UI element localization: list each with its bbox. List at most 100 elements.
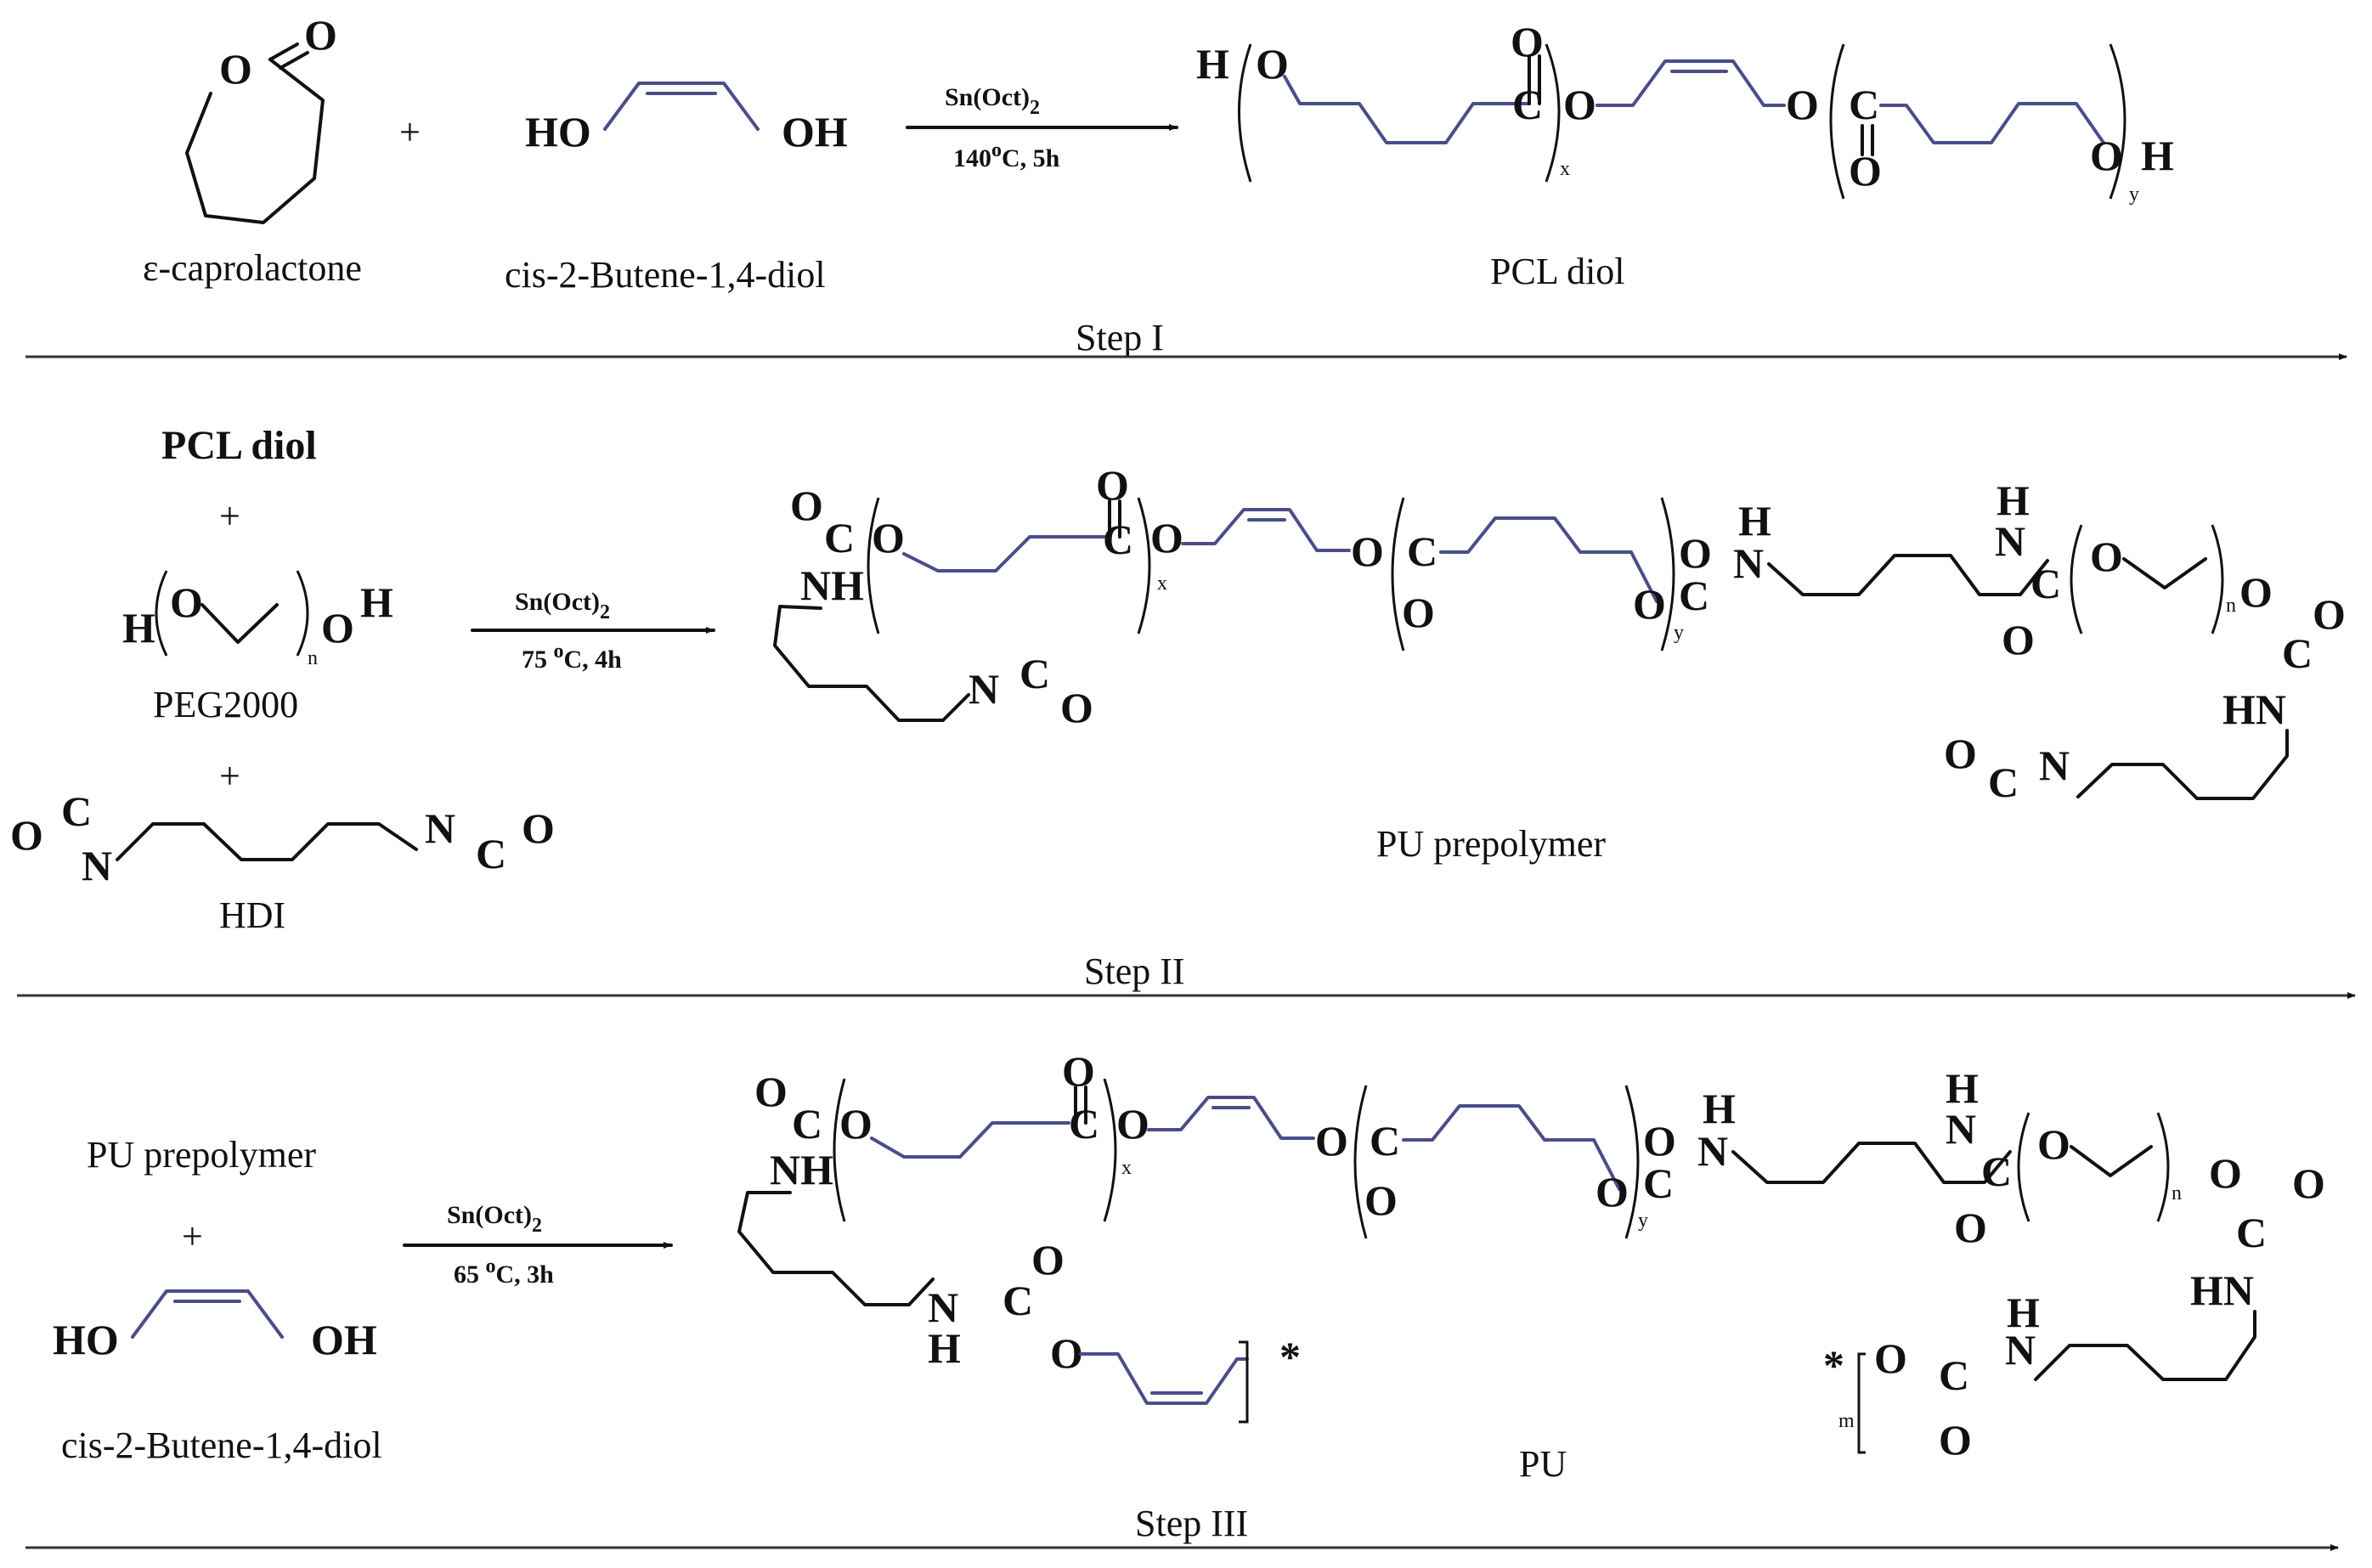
subscript-x: x <box>1560 158 1570 180</box>
pu-prepolymer-structure: O C NH O O C x O O C O O y C O N H <box>773 461 2346 806</box>
subscript-y: y <box>1674 622 1684 644</box>
butenediol-structure: HO OH <box>525 82 848 155</box>
plus-sign: + <box>399 111 421 153</box>
atom-h: H <box>1738 497 1771 544</box>
atom-o: O <box>2209 1149 2242 1197</box>
subscript-m: m <box>1838 1410 1855 1432</box>
atom-o: O <box>2313 590 2346 638</box>
subscript-y: y <box>2129 183 2139 206</box>
atom-o: O <box>839 1100 873 1148</box>
step-label: Step I <box>1076 317 1164 358</box>
atom-n: N <box>2039 742 2070 789</box>
atom-c: C <box>61 787 92 835</box>
label-peg: PEG2000 <box>153 684 298 725</box>
atom-o: O <box>2239 568 2273 616</box>
atom-c: C <box>1019 650 1050 697</box>
step-label: Step III <box>1135 1503 1248 1544</box>
subscript-x: x <box>1121 1157 1132 1179</box>
atom-c: C <box>824 514 855 561</box>
atom-nh: NH <box>800 561 864 609</box>
atom-o: O <box>1150 514 1183 561</box>
caprolactone-structure: O O <box>185 11 337 224</box>
atom-n: N <box>969 665 999 713</box>
atom-o: O <box>219 45 252 93</box>
subscript-y: y <box>1638 1210 1648 1232</box>
atom-ho: HO <box>525 108 591 155</box>
label-butenediol: cis-2-Butene-1,4-diol <box>505 254 826 296</box>
atom-o: O <box>1786 81 1819 128</box>
atom-o: O <box>10 811 43 859</box>
atom-c: C <box>1988 759 2019 806</box>
atom-o: O <box>2090 533 2123 580</box>
hdi-structure: O C N N C O <box>10 787 555 889</box>
label-pcl-diol: PCL diol <box>1490 251 1625 292</box>
atom-o: O <box>1096 461 1129 509</box>
atom-o: O <box>1939 1416 1972 1464</box>
atom-o: O <box>2002 616 2035 663</box>
peg-structure: H O n O H <box>122 570 393 669</box>
atom-nh: NH <box>770 1146 833 1193</box>
conditions-label: 75 oC, 4h <box>522 640 622 674</box>
atom-c: C <box>1103 516 1133 563</box>
atom-c: C <box>1939 1351 1969 1399</box>
subscript-n: n <box>2172 1182 2182 1204</box>
atom-n: N <box>1733 539 1764 587</box>
atom-c: C <box>792 1100 822 1148</box>
atom-o: O <box>170 578 203 626</box>
atom-c: C <box>2282 629 2313 677</box>
atom-c: C <box>1981 1148 2012 1195</box>
label-butenediol: cis-2-Butene-1,4-diol <box>61 1424 382 1466</box>
atom-o: O <box>1849 147 1882 195</box>
atom-n: N <box>2005 1326 2036 1373</box>
atom-o: O <box>754 1068 788 1115</box>
atom-o: O <box>1060 684 1093 731</box>
atom-c: C <box>1002 1277 1033 1324</box>
atom-o: O <box>1643 1117 1676 1165</box>
atom-o: O <box>1563 81 1596 128</box>
atom-c: C <box>1069 1100 1099 1148</box>
conditions-label: 65 oC, 3h <box>454 1255 554 1289</box>
conditions-label: 140oC, 5h <box>953 139 1060 172</box>
atom-o: O <box>1256 40 1289 87</box>
star-symbol: * <box>1279 1333 1301 1380</box>
label-pu: PU <box>1519 1443 1567 1485</box>
atom-c: C <box>1679 572 1709 619</box>
step-label: Step II <box>1084 950 1185 992</box>
atom-n: N <box>1697 1127 1728 1175</box>
label-pu-prepolymer-reactant: PU prepolymer <box>87 1134 316 1176</box>
atom-h: H <box>122 604 155 651</box>
label-pcl-diol-reactant: PCL diol <box>161 423 317 468</box>
atom-hn: HN <box>2190 1266 2254 1314</box>
atom-o: O <box>1954 1204 1987 1251</box>
atom-oh: OH <box>782 108 848 155</box>
subscript-n: n <box>2226 595 2236 617</box>
atom-o: O <box>1633 580 1666 628</box>
butenediol-structure: HO OH <box>53 1289 377 1363</box>
atom-c: C <box>2030 560 2061 607</box>
atom-o: O <box>1364 1176 1398 1224</box>
pcl-diol-structure: H O O C x O O C O O y H <box>1196 18 2174 206</box>
atom-o: O <box>1944 730 1977 777</box>
plus-sign: + <box>219 755 240 797</box>
atom-o: O <box>1511 18 1544 65</box>
atom-o: O <box>1679 529 1712 577</box>
atom-n: N <box>82 842 112 889</box>
atom-n: N <box>1995 517 2025 565</box>
catalyst-label: Sn(Oct)2 <box>447 1201 542 1237</box>
atom-c: C <box>1407 527 1437 575</box>
plus-sign: + <box>219 495 240 537</box>
atom-n: N <box>1946 1105 1976 1153</box>
atom-c: C <box>1643 1159 1674 1207</box>
atom-h: H <box>2007 1289 2040 1336</box>
atom-o: O <box>1050 1329 1083 1377</box>
atom-o: O <box>1595 1168 1629 1215</box>
label-pu-prepolymer: PU prepolymer <box>1376 823 1606 865</box>
atom-o: O <box>1062 1047 1095 1095</box>
atom-h: H <box>360 578 393 626</box>
atom-o: O <box>304 11 337 59</box>
atom-hn: HN <box>2222 685 2286 733</box>
atom-c: C <box>2236 1209 2267 1256</box>
catalyst-label: Sn(Oct)2 <box>945 83 1040 119</box>
atom-o: O <box>1315 1117 1348 1165</box>
pu-structure: O C NH O O C x O O C O O y C O N H <box>737 1047 2325 1464</box>
